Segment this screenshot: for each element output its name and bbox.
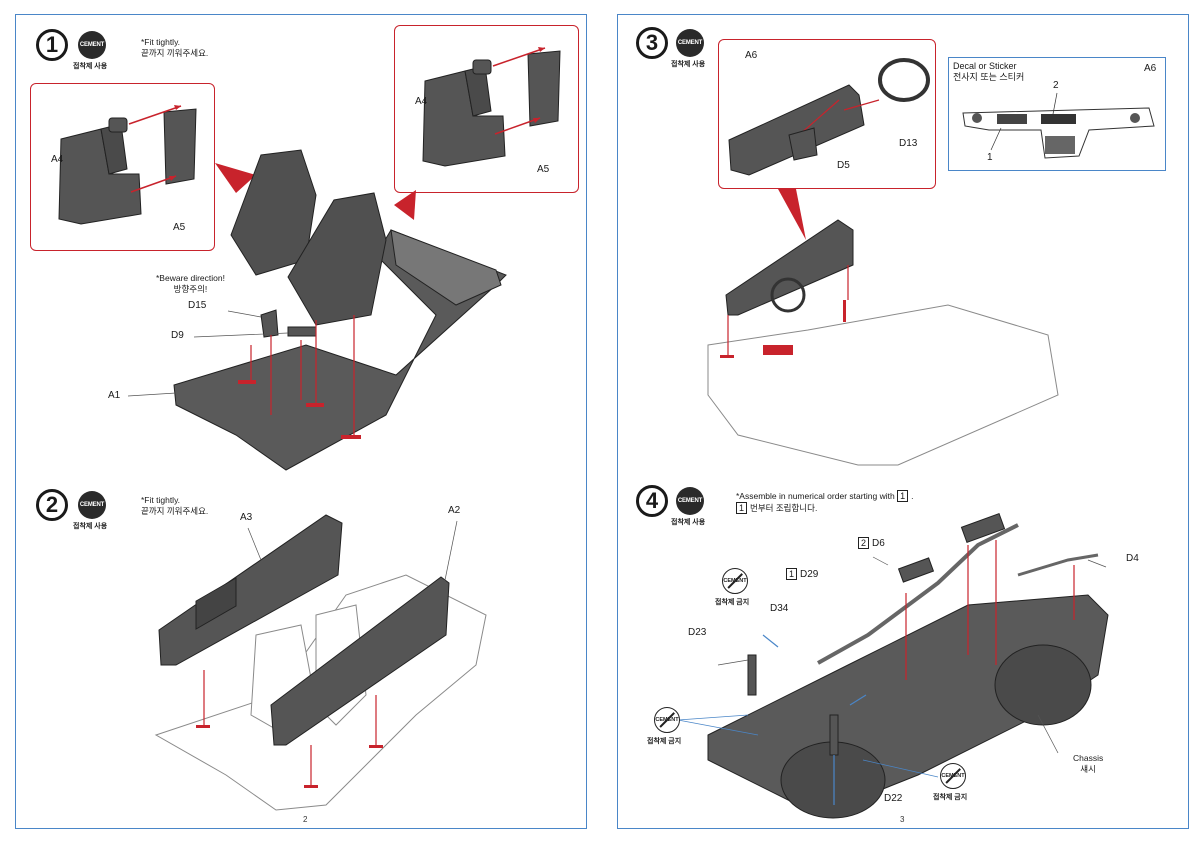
no-cement-icon: CEMENT bbox=[654, 707, 680, 733]
label-a5: A5 bbox=[173, 222, 186, 233]
no-cement-icon: CEMENT bbox=[722, 568, 748, 594]
label-d22: D22 bbox=[884, 793, 903, 804]
note-en: *Fit tightly. bbox=[141, 37, 181, 47]
no-cement-caption: 접착제 금지 bbox=[647, 738, 682, 745]
label-d34: D34 bbox=[770, 603, 789, 614]
cement-icon: CEMENT bbox=[676, 29, 704, 57]
dashboard-decal-illustration bbox=[962, 92, 1155, 159]
fit-tightly-note: *Fit tightly. 끝까지 끼워주세요. bbox=[141, 37, 208, 59]
cement-caption: 접착제 사용 bbox=[73, 63, 108, 70]
assembly-order-note: *Assemble in numerical order starting wi… bbox=[736, 490, 914, 514]
note-ko: 끝까지 끼워주세요. bbox=[141, 48, 209, 58]
note-ko: 끝까지 끼워주세요. bbox=[141, 506, 209, 516]
cement-icon: CEMENT bbox=[78, 31, 106, 59]
decal-title-ko: 전사지 또는 스티커 bbox=[953, 72, 1025, 82]
cement-caption: 접착제 사용 bbox=[73, 523, 108, 530]
seat-detail-callout-left: A4 A5 bbox=[30, 83, 215, 251]
seat-detail-illustration-right bbox=[422, 47, 561, 167]
step-1-interior-illustration bbox=[127, 149, 507, 471]
cement-caption: 접착제 사용 bbox=[671, 61, 706, 68]
beware-direction-note: *Beware direction! 방향주의! bbox=[156, 273, 225, 295]
chassis-label-en: Chassis bbox=[1073, 753, 1104, 763]
assembly-order-note-en: *Assemble in numerical order starting wi… bbox=[736, 490, 914, 502]
label-a2: A2 bbox=[448, 505, 461, 516]
label-d5: D5 bbox=[837, 160, 850, 171]
decal-sticker-box: Decal or Sticker 전사지 또는 스티커 A6 2 1 bbox=[948, 57, 1166, 171]
step-3-dashboard-install-illustration bbox=[707, 189, 1059, 466]
note-ko: 방향주의! bbox=[173, 284, 208, 294]
instruction-page-left: 1 CEMENT 접착제 사용 *Fit tightly. 끝까지 끼워주세요.… bbox=[15, 14, 587, 829]
step-4-number: 4 bbox=[636, 485, 668, 517]
decal-title: Decal or Sticker 전사지 또는 스티커 bbox=[953, 61, 1024, 83]
chassis-label: Chassis 섀시 bbox=[1073, 753, 1103, 775]
page-number: 3 bbox=[900, 815, 905, 824]
seat-detail-illustration-left bbox=[58, 105, 197, 225]
label-d4: D4 bbox=[1126, 553, 1139, 564]
decal-title-en: Decal or Sticker bbox=[953, 61, 1017, 71]
seat-detail-callout-right: A4 A5 bbox=[394, 25, 579, 193]
note-en: *Fit tightly. bbox=[141, 495, 181, 505]
label-a5: A5 bbox=[537, 164, 550, 175]
page-number: 2 bbox=[303, 815, 308, 824]
step-4-chassis-illustration bbox=[677, 513, 1109, 819]
note-en: *Beware direction! bbox=[156, 273, 225, 283]
dashboard-illustration bbox=[728, 58, 930, 176]
step-1-number: 1 bbox=[36, 29, 68, 61]
step-3-number: 3 bbox=[636, 27, 668, 59]
decal-number-1: 1 bbox=[987, 152, 993, 163]
fit-tightly-note: *Fit tightly. 끝까지 끼워주세요. bbox=[141, 495, 208, 517]
label-d23: D23 bbox=[688, 627, 707, 638]
label-a3: A3 bbox=[240, 512, 253, 523]
label-a6: A6 bbox=[745, 50, 758, 61]
instruction-page-right: 3 CEMENT 접착제 사용 A6 D5 D13 Decal or Stick… bbox=[617, 14, 1189, 829]
label-a1: A1 bbox=[108, 390, 121, 401]
sequence-number-1: 1 bbox=[786, 568, 798, 580]
label-a4: A4 bbox=[415, 96, 428, 107]
no-cement-icon: CEMENT bbox=[940, 763, 966, 789]
step-2-door-panel-illustration bbox=[154, 514, 487, 811]
decal-part-a6: A6 bbox=[1144, 63, 1157, 74]
cement-caption: 접착제 사용 bbox=[671, 519, 706, 526]
cement-icon: CEMENT bbox=[78, 491, 106, 519]
step-2-number: 2 bbox=[36, 489, 68, 521]
decal-number-2: 2 bbox=[1053, 80, 1059, 91]
sequence-number-2: 2 bbox=[858, 537, 870, 549]
dashboard-detail-callout: A6 D5 D13 bbox=[718, 39, 936, 189]
label-d13: D13 bbox=[899, 138, 918, 149]
cement-icon: CEMENT bbox=[676, 487, 704, 515]
chassis-label-ko: 섀시 bbox=[1080, 764, 1096, 774]
label-d9: D9 bbox=[171, 330, 184, 341]
no-cement-caption: 접착제 금지 bbox=[715, 599, 750, 606]
no-cement-caption: 접착제 금지 bbox=[933, 794, 968, 801]
label-d15: D15 bbox=[188, 300, 207, 311]
label-a4: A4 bbox=[51, 154, 64, 165]
